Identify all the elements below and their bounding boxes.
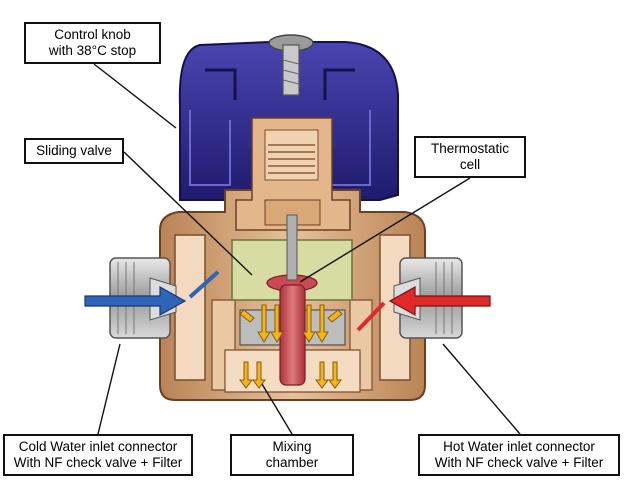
cold-water-inlet-label: Cold Water inlet connector With NF check… <box>3 434 193 476</box>
hot-water-inlet-label-line1: Hot Water inlet connector <box>443 439 595 454</box>
cold-water-inlet-label-line1: Cold Water inlet connector <box>18 439 178 454</box>
thermostatic-cell-label-line1: Thermostatic <box>430 141 510 156</box>
mixing-chamber-label: Mixing chamber <box>230 434 354 476</box>
sliding-valve-label: Sliding valve <box>24 138 124 164</box>
sliding-valve-label-line1: Sliding valve <box>36 143 112 158</box>
leader-lines <box>93 63 521 435</box>
cold-water-inlet-label-line2: With NF check valve + Filter <box>13 455 183 470</box>
control-knob-label-line1: Control knob <box>54 27 131 42</box>
flow-arrows <box>239 304 343 389</box>
cold-flow-diagonal-arrow <box>188 270 220 299</box>
control-knob-label-line2: with 38°C stop <box>48 43 137 58</box>
mixing-chamber-label-line2: chamber <box>265 455 319 470</box>
cold-inlet-arrow <box>84 285 187 317</box>
hot-flow-diagonal-arrow <box>356 301 386 332</box>
mixing-chamber-label-line1: Mixing <box>272 439 312 454</box>
thermostatic-cell-label: Thermostatic cell <box>414 136 526 178</box>
hot-water-inlet-label-line2: With NF check valve + Filter <box>434 455 604 470</box>
hot-water-inlet-label: Hot Water inlet connector With NF check … <box>418 434 620 476</box>
thermostatic-cell-label-line2: cell <box>459 157 481 172</box>
control-knob-label: Control knob with 38°C stop <box>24 22 161 64</box>
hot-inlet-arrow <box>388 285 491 317</box>
